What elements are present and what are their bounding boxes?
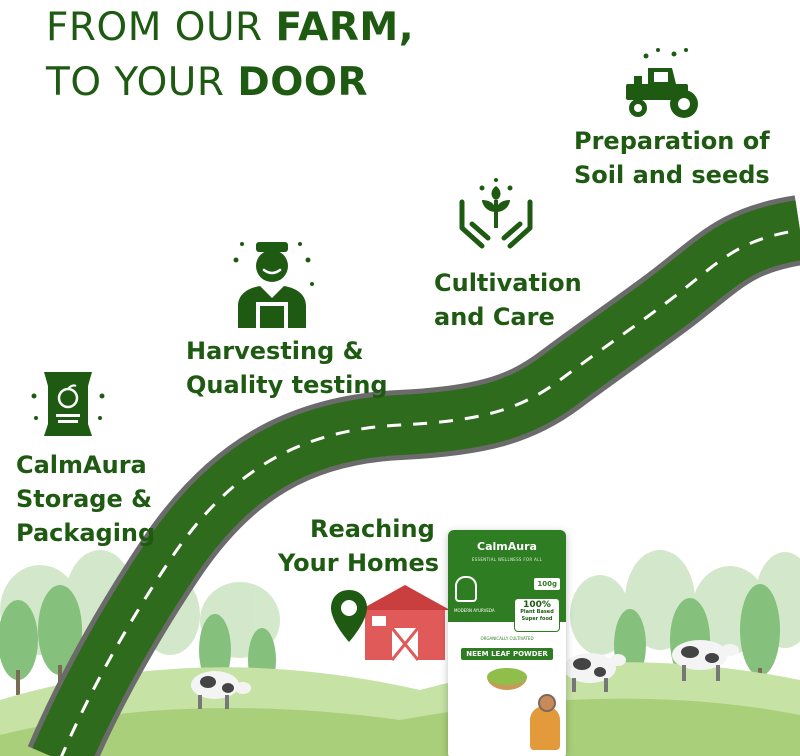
tractor-icon xyxy=(626,48,698,118)
pouch-modern: MODERN AYURVEDA xyxy=(454,608,495,613)
product-pouch: CalmAura ESSENTIAL WELLNESS FOR ALL 100g… xyxy=(448,530,566,756)
hands-sprout-icon xyxy=(459,178,533,249)
storage-sack-icon xyxy=(31,372,105,436)
pouch-product-name: NEEM LEAF POWDER xyxy=(461,648,553,660)
powder-bowl-icon xyxy=(487,668,527,690)
cow-left xyxy=(191,671,251,709)
location-pin-icon xyxy=(331,590,367,642)
hill-front xyxy=(0,698,800,756)
step-reaching-label: Reaching Your Homes xyxy=(278,515,440,577)
headline-line2-bold: DOOR xyxy=(237,60,369,105)
headline-line1-regular: FROM OUR xyxy=(46,5,276,50)
hand-logo-icon xyxy=(455,576,477,602)
cow-right-1 xyxy=(564,653,626,692)
step-preparation-label: Preparation of Soil and seeds xyxy=(574,127,770,189)
headline-line1-bold: FARM, xyxy=(275,5,415,50)
step-storage-label: CalmAura Storage & Packaging xyxy=(16,451,156,547)
pouch-weight: 100g xyxy=(534,578,560,590)
road xyxy=(27,195,800,756)
pouch-tagline: ESSENTIAL WELLNESS FOR ALL xyxy=(471,557,543,562)
pouch-header: CalmAura ESSENTIAL WELLNESS FOR ALL 100g… xyxy=(448,530,566,632)
pouch-brand: CalmAura xyxy=(477,540,537,553)
pouch-subtitle: ORGANICALLY CULTIVATED xyxy=(480,636,534,641)
farmer-icon xyxy=(233,242,314,328)
step-harvesting-label: Harvesting & Quality testing xyxy=(186,337,388,399)
plant-based-badge: 100% Plant Based Super food xyxy=(514,598,560,632)
barn xyxy=(360,585,450,661)
headline: FROM OUR FARM, TO YOUR DOOR xyxy=(46,0,414,110)
sage-illustration xyxy=(530,694,560,750)
cow-right-2 xyxy=(672,640,739,681)
headline-line2-regular: TO YOUR xyxy=(46,60,238,105)
step-cultivation-label: Cultivation and Care xyxy=(434,269,582,331)
